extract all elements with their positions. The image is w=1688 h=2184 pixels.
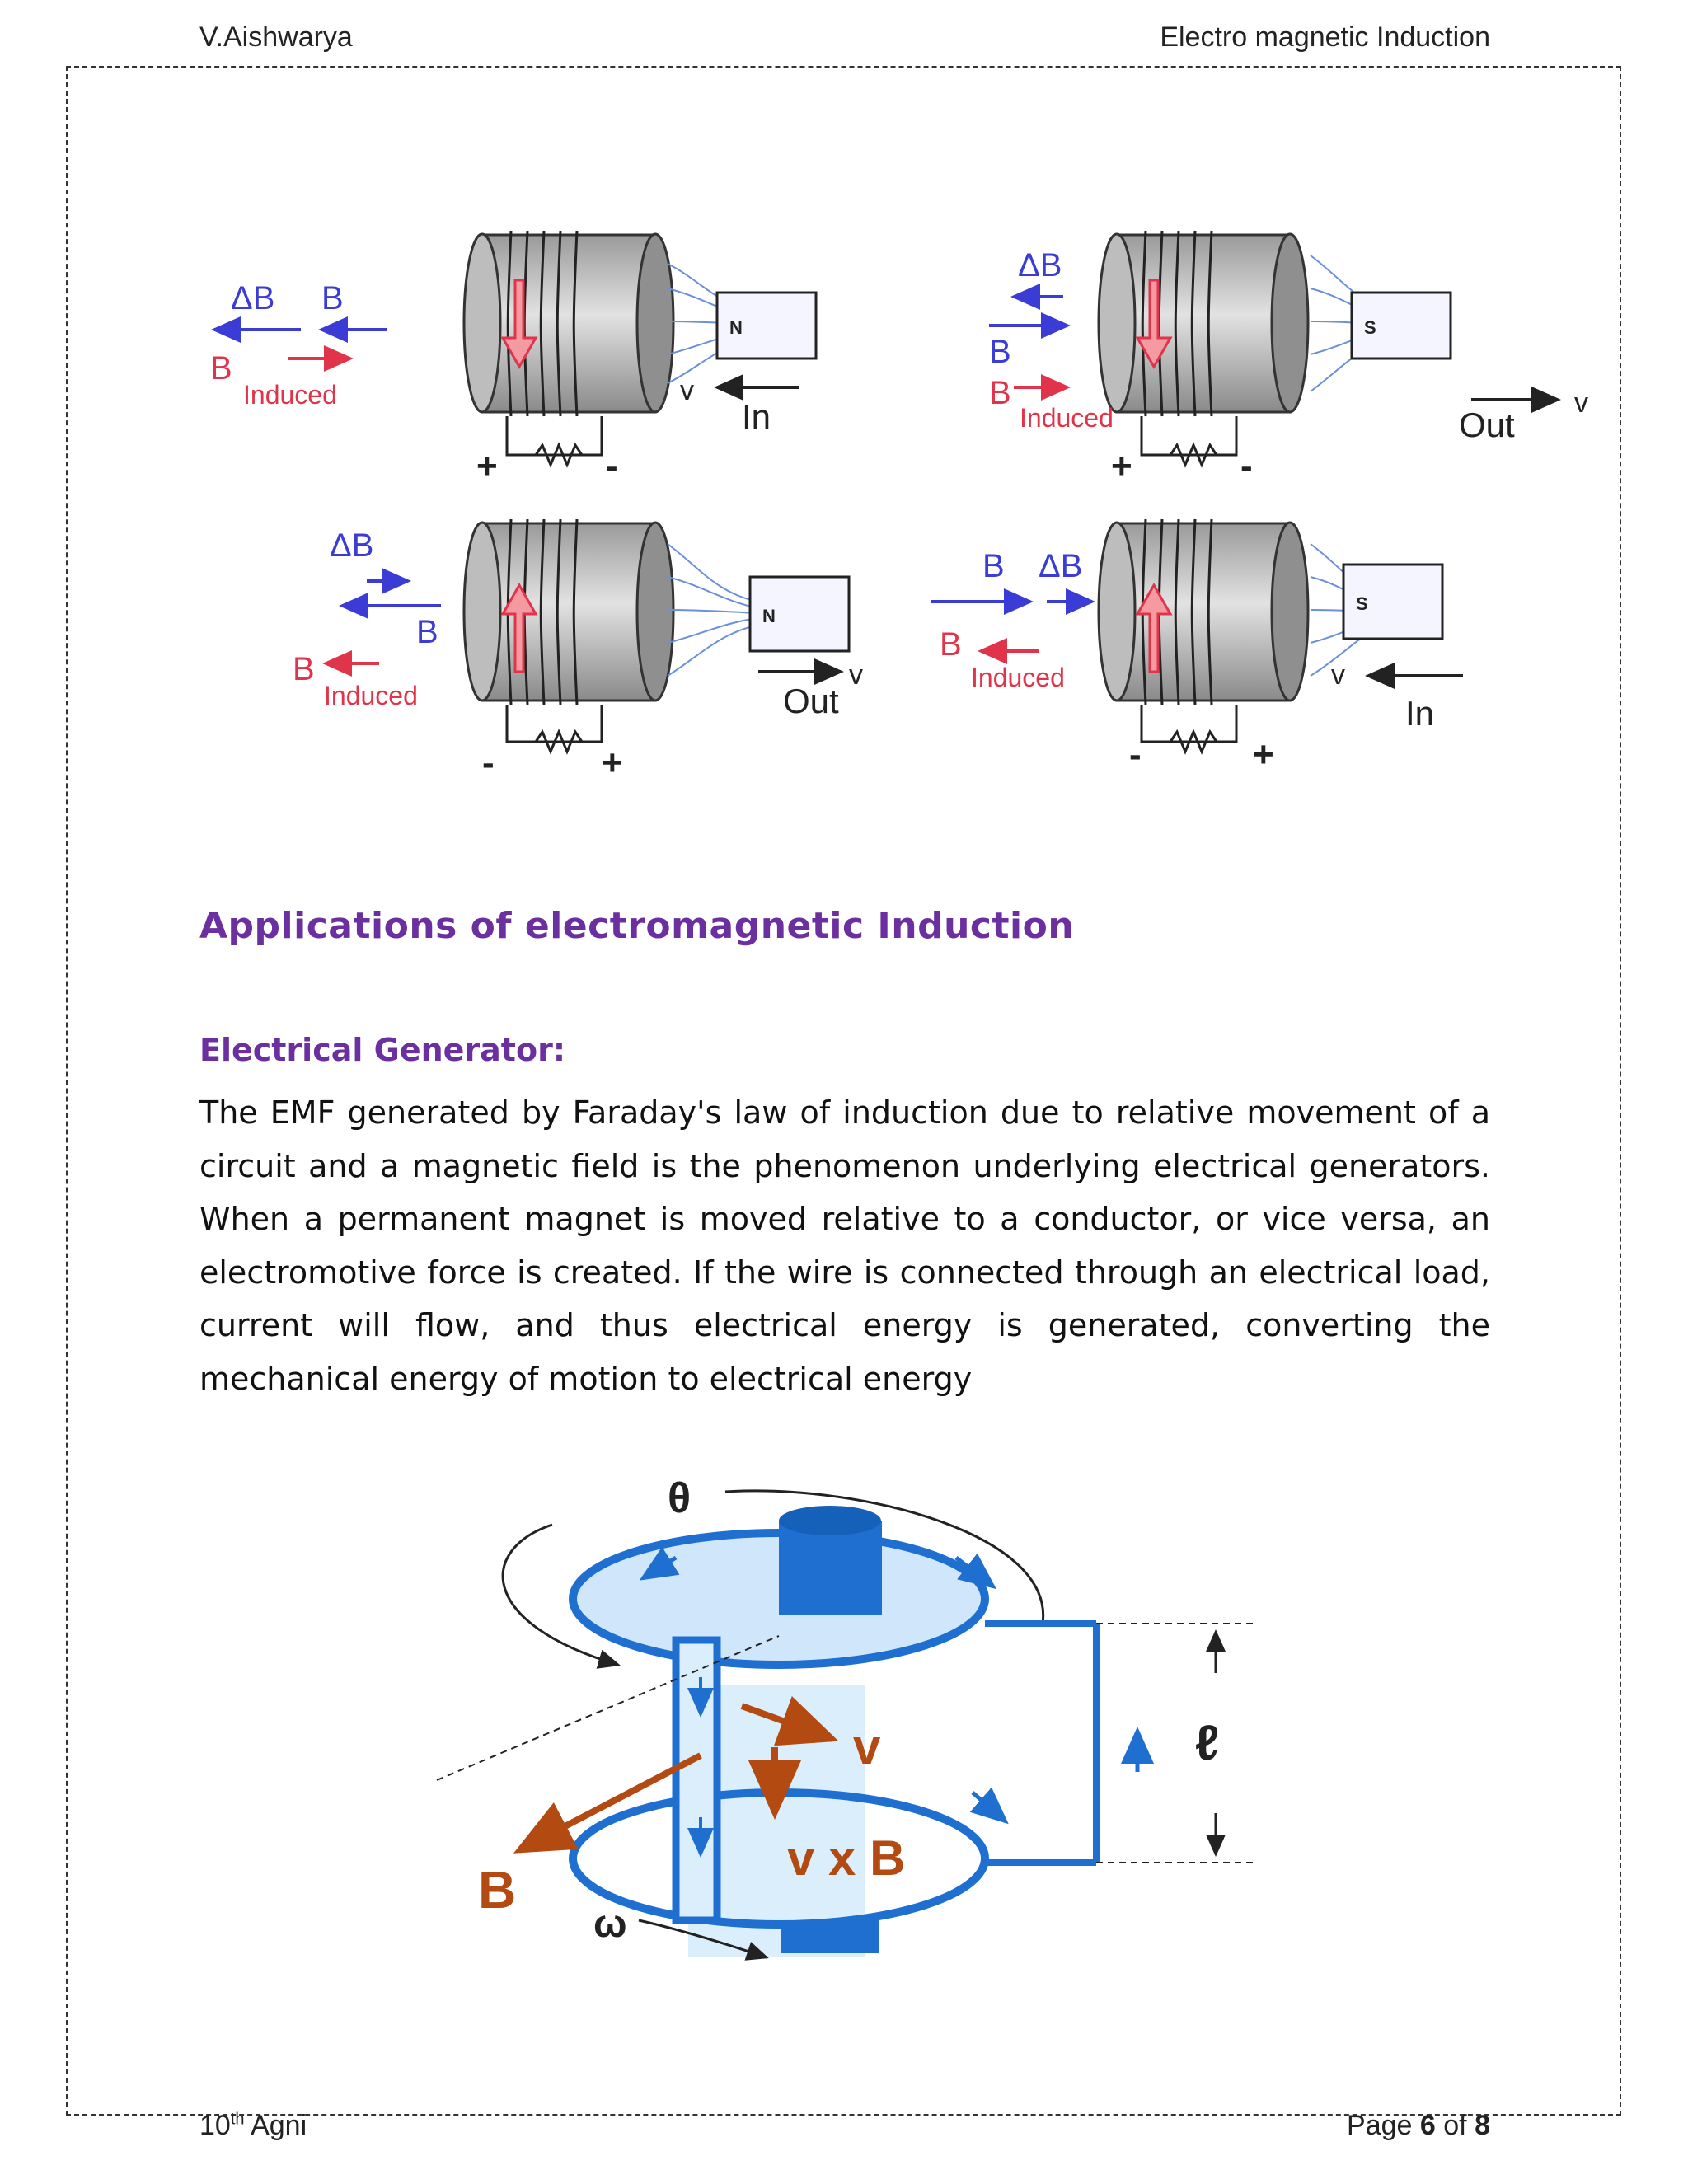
plus-sign: +: [1253, 734, 1274, 775]
v-label: v: [849, 659, 863, 691]
velocity-label: v: [853, 1719, 881, 1774]
minus-sign: -: [1129, 734, 1142, 775]
length-label: ℓ: [1195, 1715, 1219, 1770]
motion-label: In: [1405, 694, 1434, 733]
magnet-pole: S: [1364, 317, 1376, 338]
body-paragraph: The EMF generated by Faraday's law of in…: [199, 1094, 1490, 1397]
generator-diagram: θ ℓ v v x B B ω: [436, 1474, 1253, 1961]
footer-class: 10th Agni: [199, 2110, 307, 2142]
induced-label: Induced: [1020, 403, 1114, 433]
panel-3: N ΔB B B Induced v Out - +: [293, 518, 863, 783]
b-induced-label: B: [989, 375, 1011, 411]
b-induced-label: B: [940, 626, 962, 663]
page-prefix: Page: [1347, 2110, 1413, 2141]
section-heading: Applications of electromagnetic Inductio…: [199, 905, 1075, 947]
induced-label: Induced: [243, 380, 337, 410]
minus-sign: -: [1240, 446, 1253, 486]
page-of: of: [1443, 2110, 1467, 2141]
b-induced-label: B: [210, 350, 232, 387]
b-induced-label: B: [293, 651, 315, 687]
magnet-pole: N: [762, 606, 776, 626]
section-name: Agni: [251, 2110, 307, 2141]
header-author: V.Aishwarya: [199, 21, 353, 53]
omega-label: ω: [593, 1902, 627, 1946]
lenz-law-diagram: N ΔB B B Induced v In + - S ΔB B B Indu: [210, 230, 1588, 783]
motion-label: Out: [1459, 405, 1515, 444]
magnet-pole: N: [729, 317, 743, 338]
plus-sign: +: [1111, 446, 1132, 486]
panel-4: S B ΔB B Induced v In - +: [931, 518, 1463, 775]
grade-suffix: th: [230, 2110, 245, 2129]
delta-b-label: ΔB: [1039, 548, 1082, 584]
section-subheading: Electrical Generator:: [199, 1032, 566, 1068]
b-label: B: [416, 614, 438, 650]
b-label: B: [989, 334, 1011, 370]
plus-sign: +: [476, 446, 498, 486]
magnet-pole: S: [1356, 593, 1368, 614]
v-label: v: [1331, 659, 1345, 691]
motion-label: Out: [783, 682, 839, 720]
page-border: [66, 66, 1621, 2116]
v-label: v: [1574, 387, 1588, 419]
delta-b-label: ΔB: [1018, 247, 1062, 284]
v-label: v: [680, 375, 694, 406]
delta-b-label: ΔB: [330, 527, 373, 564]
v-cross-b-label: v x B: [787, 1830, 905, 1886]
motion-label: In: [742, 397, 771, 436]
panel-2: S ΔB B B Induced v Out + -: [989, 230, 1588, 486]
b-label: B: [982, 548, 1005, 584]
induced-label: Induced: [324, 681, 418, 710]
current-page: 6: [1419, 2110, 1436, 2141]
plus-sign: +: [602, 743, 623, 783]
grade-number: 10: [199, 2110, 231, 2141]
page-number: Page 6 of 8: [1347, 2110, 1490, 2142]
theta-label: θ: [668, 1474, 691, 1522]
induced-label: Induced: [971, 663, 1065, 692]
field-b-label: B: [478, 1860, 516, 1919]
total-pages: 8: [1475, 2110, 1490, 2141]
b-label: B: [321, 280, 344, 316]
header-title: Electro magnetic Induction: [1160, 21, 1490, 53]
panel-1: N ΔB B B Induced v In + -: [210, 230, 818, 486]
minus-sign: -: [606, 446, 618, 486]
minus-sign: -: [482, 743, 495, 783]
delta-b-label: ΔB: [231, 280, 274, 316]
